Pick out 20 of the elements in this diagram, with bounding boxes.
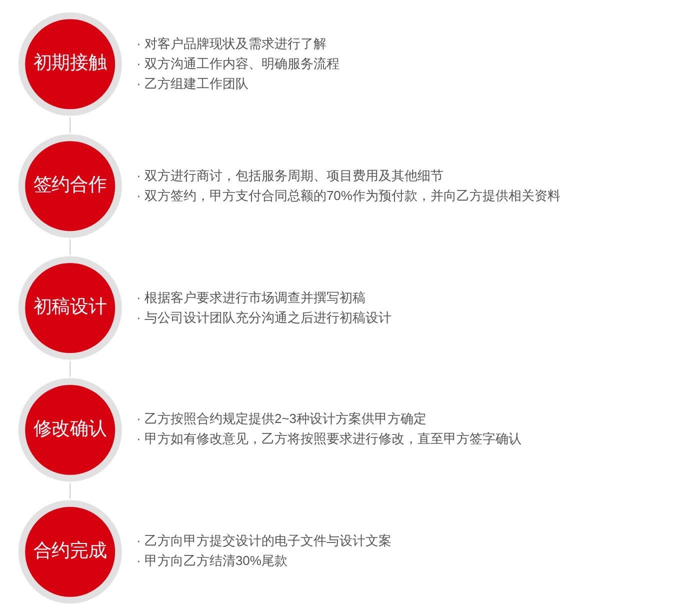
step-circle: 合约完成 xyxy=(18,500,122,604)
connector-line xyxy=(70,360,71,377)
connector-line xyxy=(70,482,71,499)
note-text: · 甲方如有修改意见，乙方将按照要求进行修改，直至甲方签字确认 xyxy=(136,430,522,448)
step-circle: 签约合作 xyxy=(18,134,122,238)
note-text: · 双方签约，甲方支付合同总额的70%作为预付款，并向乙方提供相关资料 xyxy=(136,186,560,205)
note-text: · 与公司设计团队充分沟通之后进行初稿设计 xyxy=(136,308,392,326)
step-circle: 修改确认 xyxy=(18,378,122,482)
connector-line xyxy=(70,116,71,133)
connector-line xyxy=(70,238,71,255)
step-circle: 初期接触 xyxy=(18,12,122,116)
step-circle: 初稿设计 xyxy=(18,256,122,360)
note-text: · 乙方组建工作团队 xyxy=(136,74,250,93)
note-text: · 双方进行商讨，包括服务周期、项目费用及其他细节 xyxy=(136,166,444,185)
note-text: · 乙方向甲方提交设计的电子文件与设计文案 xyxy=(136,532,392,550)
note-text: · 乙方按照合约规定提供2~3种设计方案供甲方确定 xyxy=(136,410,428,428)
note-text: · 甲方向乙方结清30%尾款 xyxy=(136,552,288,570)
note-text: · 双方沟通工作内容、明确服务流程 xyxy=(136,54,340,73)
note-text: · 对客户品牌现状及需求进行了解 xyxy=(136,34,328,53)
note-text: · 根据客户要求进行市场调查并撰写初稿 xyxy=(136,288,366,306)
